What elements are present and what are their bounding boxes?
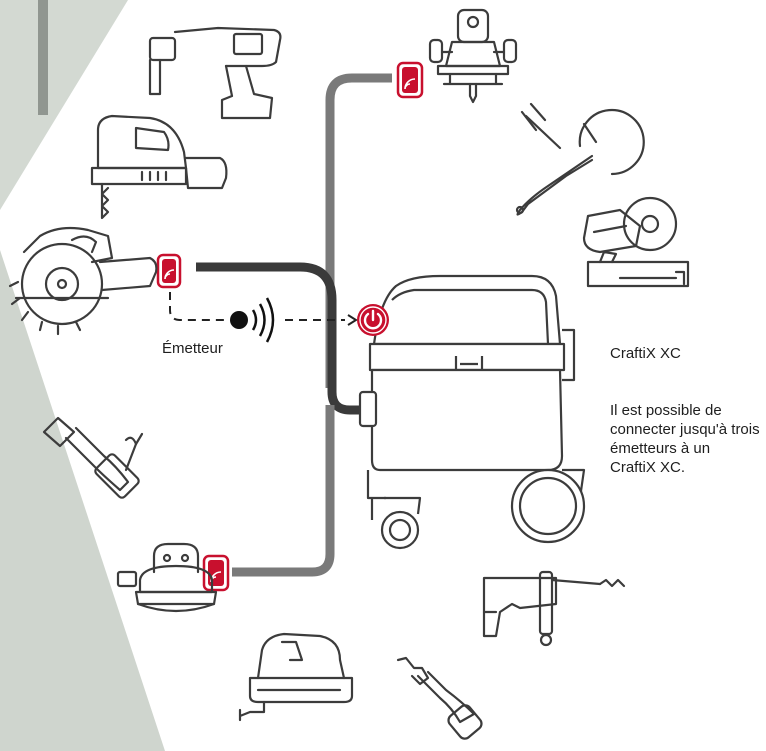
- die-grinder-icon: [42, 416, 144, 499]
- jigsaw-icon: [90, 114, 228, 220]
- cable-circular-saw: [196, 262, 364, 415]
- product-description: Il est possible de connecter jusqu'à tro…: [610, 402, 760, 476]
- rotary-hammer-icon: [482, 570, 626, 647]
- emitter-badge-icon: [156, 253, 182, 289]
- emitter-badge-icon: [396, 61, 424, 99]
- circular-saw-icon: [8, 226, 158, 336]
- router-icon: [428, 8, 518, 104]
- angle-grinder-icon: [515, 102, 645, 216]
- signal-waves-icon: [230, 297, 275, 343]
- emitter-badge-icon: [202, 554, 230, 592]
- product-name: CraftiX XC: [610, 345, 681, 362]
- cordless-drill-icon: [148, 26, 282, 120]
- miter-saw-icon: [582, 196, 690, 288]
- dust-extractor-icon: [358, 274, 586, 550]
- receiver-power-icon: [357, 304, 389, 336]
- signal-path: [169, 292, 358, 326]
- planer-icon: [238, 632, 354, 722]
- emitter-label: Émetteur: [162, 340, 223, 357]
- orbital-sander-icon: [116, 542, 218, 613]
- cable-sander: [232, 405, 335, 577]
- background-strip: [0, 0, 165, 751]
- reciprocating-saw-icon: [396, 656, 483, 740]
- cable-router: [325, 73, 392, 388]
